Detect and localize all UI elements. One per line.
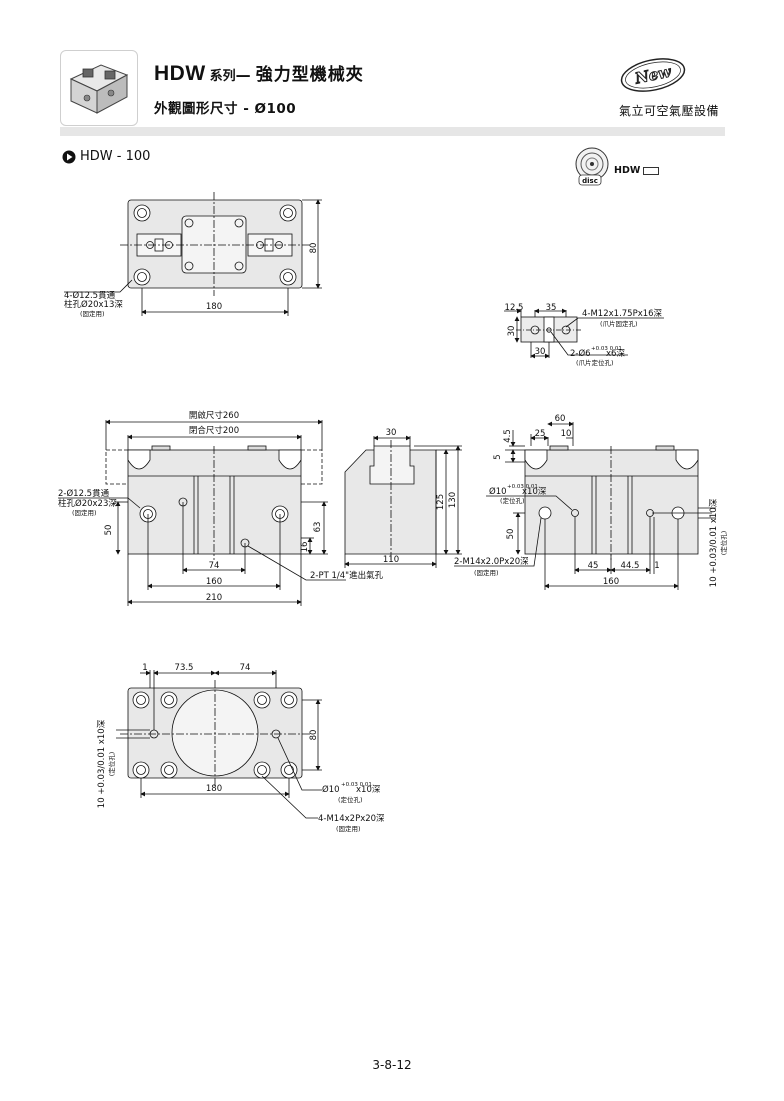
gripper-product-icon xyxy=(69,64,129,114)
front-open-dim: 開啟尺寸260 xyxy=(189,410,239,421)
top-hole-note-3: (固定用) xyxy=(80,309,105,318)
front-view xyxy=(58,419,346,606)
page-number: 3-8-12 xyxy=(372,1058,412,1072)
rear-tap-note: 2-M14x2.0Px20深 xyxy=(454,557,529,567)
jaw-pin-note: 2-Ø6 xyxy=(570,348,591,359)
front-closed-dim: 閉合尺寸200 xyxy=(189,425,239,436)
play-circle-icon xyxy=(62,150,76,163)
company-name: 氣立可空氣壓設備 xyxy=(619,104,720,118)
front-hole-note-2: 柱孔Ø20x23深 xyxy=(58,498,117,509)
rear-vert-note: 10 +0.03/0.01 x10深 xyxy=(709,498,719,587)
bottom-dim-73-5: 73.5 xyxy=(175,663,194,673)
jaw-pin-tail: x6深 xyxy=(606,349,625,359)
new-badge: New xyxy=(618,55,688,95)
series-word: 系列 xyxy=(209,69,236,84)
bottom-pin-note: Ø10 xyxy=(322,784,340,795)
disc-hdw-text: HDW xyxy=(614,165,641,176)
bottom-dim-180: 180 xyxy=(206,784,222,794)
jaw-tap-note: 4-M12x1.75Px16深 xyxy=(582,309,663,319)
jaw-dim-30-v: 30 xyxy=(507,326,517,337)
page-subtitle: 外觀圖形尺寸 - Ø100 xyxy=(154,101,297,117)
front-hole-note-3: (固定用) xyxy=(72,508,97,517)
jaw-pin-tol: +0.03 0.01 xyxy=(591,346,622,352)
front-dim-210: 210 xyxy=(206,593,222,603)
side-dim-30: 30 xyxy=(386,428,397,438)
bottom-vert-sub: (定位孔) xyxy=(107,752,116,777)
bottom-tap-note: 4-M14x2Px20深 xyxy=(318,814,385,824)
model-label-text: HDW - 100 xyxy=(80,149,151,164)
disc-model-box xyxy=(643,166,660,175)
jaw-dim-35: 35 xyxy=(546,303,557,313)
disc-logo-icon: disc xyxy=(575,147,609,186)
disc-model: HDW xyxy=(614,165,660,176)
title-text: 強力型機械夾 xyxy=(255,65,364,85)
top-hole-note-1: 4-Ø12.5貫通 xyxy=(64,290,116,301)
jaw-detail xyxy=(504,308,664,359)
new-badge-icon: New xyxy=(620,58,686,92)
disc-label: disc xyxy=(582,177,598,185)
top-dim-height: 80 xyxy=(309,243,319,254)
rear-vert-sub: (定位孔) xyxy=(719,531,728,556)
side-dim-130: 130 xyxy=(448,492,458,508)
front-dim-63: 63 xyxy=(313,522,323,533)
bottom-dim-74: 74 xyxy=(240,663,251,673)
rear-pin-tol: +0.03 0.01 xyxy=(507,484,538,490)
rear-tap-sub: (固定用) xyxy=(474,568,499,577)
front-port-note: 2-PT 1/4"進出氣孔 xyxy=(310,570,384,581)
jaw-pin-sub: (爪片定位孔) xyxy=(576,358,614,367)
rear-dim-1: 1 xyxy=(654,561,659,571)
top-dim-width: 180 xyxy=(206,302,222,312)
header-divider xyxy=(60,127,725,136)
side-view xyxy=(344,435,462,568)
product-thumbnail xyxy=(60,50,138,126)
rear-dim-45: 45 xyxy=(588,561,599,571)
rear-dim-10: 10 xyxy=(561,429,572,439)
side-dim-110: 110 xyxy=(383,555,399,565)
rear-dim-60: 60 xyxy=(555,414,566,424)
top-view xyxy=(64,192,322,316)
rear-pin-sub: (定位孔) xyxy=(500,496,525,505)
title-dash: — xyxy=(235,66,251,84)
rear-dim-25: 25 xyxy=(535,429,546,439)
series-code: HDW xyxy=(154,62,206,85)
bottom-dim-80: 80 xyxy=(309,730,319,741)
bottom-vert-note: 10 +0.03/0.01 x10深 xyxy=(97,719,107,808)
bottom-pin-sub: (定位孔) xyxy=(338,795,363,804)
disc-icon: disc xyxy=(573,147,611,187)
rear-dim-5: 5 xyxy=(493,454,503,459)
side-dim-125: 125 xyxy=(436,494,446,510)
bottom-dim-1: 1 xyxy=(142,663,147,673)
bottom-view xyxy=(116,670,322,819)
top-hole-note-2: 柱孔Ø20x13深 xyxy=(64,299,123,310)
model-label: HDW - 100 xyxy=(62,149,150,164)
rear-dim-50: 50 xyxy=(506,529,516,540)
front-dim-16: 16 xyxy=(300,542,310,553)
rear-dim-160: 160 xyxy=(603,577,619,587)
front-dim-74: 74 xyxy=(209,561,220,571)
jaw-tap-sub: (爪片固定孔) xyxy=(600,319,638,328)
rear-view xyxy=(454,421,716,590)
rear-pin-tail: x10深 xyxy=(522,487,547,497)
rear-dim-44-5: 44.5 xyxy=(621,561,640,571)
bottom-pin-tol: +0.03 0.01 xyxy=(341,782,372,788)
front-dim-160: 160 xyxy=(206,577,222,587)
rear-dim-4-5: 4.5 xyxy=(503,429,513,443)
bottom-tap-sub: (固定用) xyxy=(336,824,361,833)
jaw-dim-12-5: 12.5 xyxy=(505,303,524,313)
front-hole-note-1: 2-Ø12.5貫通 xyxy=(58,488,110,499)
jaw-dim-30-h: 30 xyxy=(535,347,546,357)
front-dim-50: 50 xyxy=(104,525,114,536)
rear-pin-note: Ø10 xyxy=(489,486,507,497)
bottom-pin-tail: x10深 xyxy=(356,785,381,795)
